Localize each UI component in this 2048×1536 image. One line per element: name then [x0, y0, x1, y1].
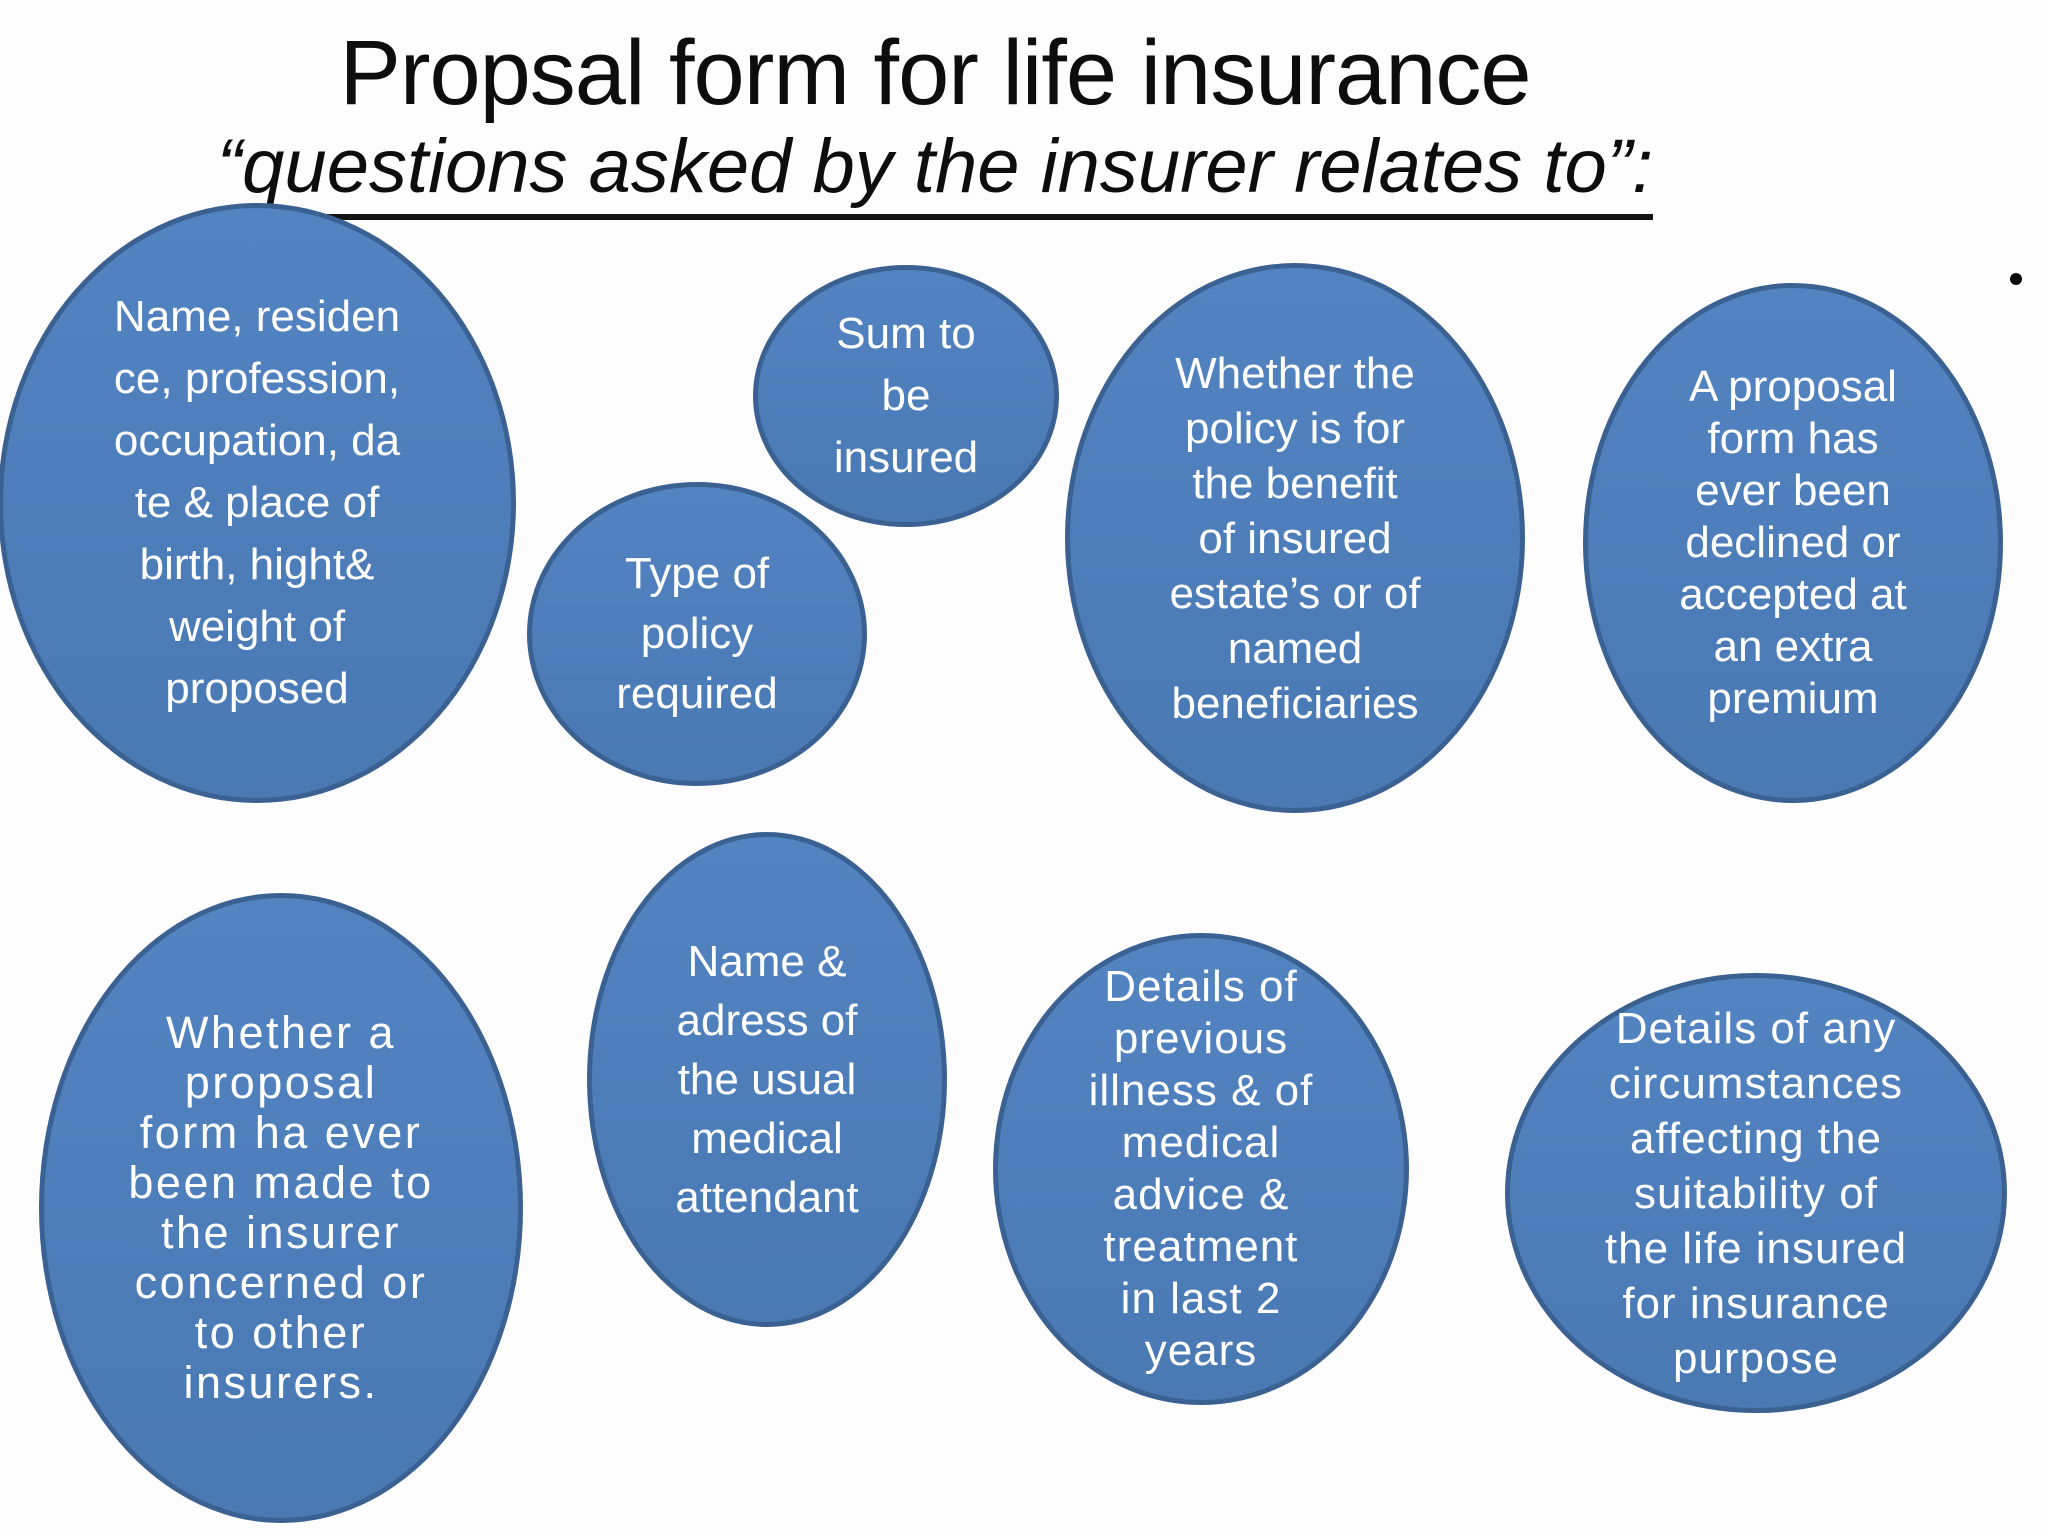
bubble-medical-attendant: Name & adress of the usual medical atten… — [587, 832, 947, 1327]
title-block: Propsal form for life insurance “questio… — [0, 24, 1870, 220]
bubble-policy-type: Type of policy required — [527, 482, 867, 786]
bubble-previous-illness: Details of previous illness & of medical… — [993, 933, 1409, 1405]
bubble-sum-insured-text: Sum to be insured — [833, 309, 979, 482]
bubble-previous-proposals-text: Whether a proposal form ha ever been mad… — [128, 1007, 434, 1408]
bubble-medical-attendant-text: Name & adress of the usual medical atten… — [675, 937, 859, 1222]
bubble-sum-insured: Sum to be insured — [753, 265, 1059, 527]
page-subtitle: “questions asked by the insurer relates … — [0, 124, 1870, 220]
bubble-suitability-circumstances: Details of any circumstances affecting t… — [1505, 973, 2007, 1413]
bubble-declined-or-extra-premium: A proposal form has ever been declined o… — [1583, 283, 2003, 803]
bubble-declined-or-extra-premium-text: A proposal form has ever been declined o… — [1679, 362, 1907, 723]
bubble-previous-proposals: Whether a proposal form ha ever been mad… — [39, 893, 523, 1523]
page-subtitle-text: “questions asked by the insurer relates … — [216, 124, 1654, 220]
bubble-policy-benefit-text: Whether the policy is for the benefit of… — [1169, 348, 1421, 728]
bubble-personal-details-text: Name, residen ce, profession, occupation… — [113, 292, 401, 713]
bubble-suitability-circumstances-text: Details of any circumstances affecting t… — [1604, 1003, 1908, 1383]
bubble-policy-benefit: Whether the policy is for the benefit of… — [1065, 263, 1525, 813]
bullet-dot — [2010, 273, 2022, 285]
bubble-personal-details: Name, residen ce, profession, occupation… — [0, 203, 516, 803]
page-title: Propsal form for life insurance — [339, 22, 1531, 124]
bubble-policy-type-text: Type of policy required — [616, 549, 778, 718]
bubble-previous-illness-text: Details of previous illness & of medical… — [1088, 962, 1314, 1375]
